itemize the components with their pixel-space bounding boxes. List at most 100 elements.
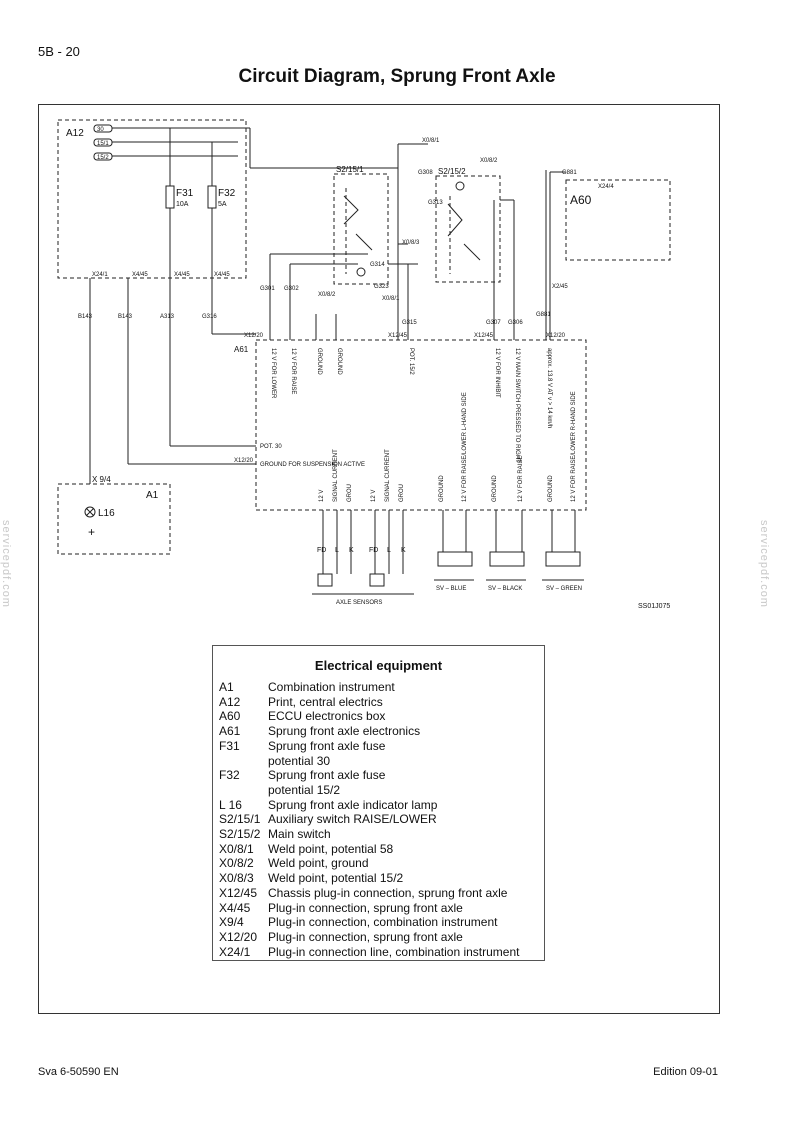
valve-blue-icon	[437, 551, 473, 567]
legend-desc: Print, central electrics	[268, 694, 383, 709]
legend-item: A1 Combination instrument	[213, 680, 544, 695]
wire-g313: G313	[428, 200, 443, 206]
a12-block: A12 30 15/1 15/2 F31 10A F32 5A X24/1 X4…	[57, 119, 247, 279]
wire-g316: G316	[202, 314, 217, 320]
wire-g306: G306	[508, 320, 523, 326]
fuse-f32-icon	[207, 185, 217, 209]
a61-top-label-ground-2: GROUND	[336, 348, 342, 375]
legend-desc: Weld point, potential 15/2	[268, 871, 404, 886]
connector-x24-1: X24/1	[92, 272, 108, 278]
a61-top-label-inhibit: 12 V FOR INHIBIT	[494, 348, 500, 398]
fuse-f31-icon	[165, 185, 175, 209]
pin-fd-1: FD	[317, 547, 326, 554]
a61-label-ground-susp: GROUND FOR SUSPENSION ACTIVE	[260, 462, 365, 468]
legend-code: A61	[219, 724, 241, 739]
legend-code: A12	[219, 694, 241, 709]
legend-desc: Plug-in connection, combination instrume…	[268, 915, 498, 930]
legend-code: X24/1	[219, 944, 251, 959]
legend-desc: Combination instrument	[268, 680, 395, 694]
axle-sensors-label: AXLE SENSORS	[336, 600, 382, 606]
legend-item: A12 Print, central electrics	[213, 695, 544, 710]
weld-x0-8-3: X0/8/3	[402, 240, 420, 246]
legend-desc: Sprung front axle indicator lamp	[268, 797, 438, 812]
connector-x4-45-c: X4/45	[214, 272, 230, 278]
legend-desc: Weld point, potential 58	[268, 841, 394, 856]
switch-s2-15-2-label: S2/15/2	[438, 167, 466, 176]
a61-bottom-raise: 12 V FOR RAISE	[518, 456, 524, 502]
legend-item: X0/8/3 Weld point, potential 15/2	[213, 871, 544, 886]
legend-desc: Sprung front axle fuse	[268, 768, 386, 783]
switch-s2-15-2-lamp-icon	[455, 181, 465, 191]
wire-b143-b: B143	[118, 314, 133, 320]
connector-x12-45-top: X12/45	[474, 333, 494, 339]
fuse-f31-label: F31	[176, 188, 194, 199]
a60-label: A60	[570, 193, 592, 207]
lamp-l16-icon	[84, 506, 96, 518]
a12-input-15-1: 15/1	[97, 141, 109, 147]
a12-label: A12	[66, 128, 84, 139]
pin-l-1: L	[335, 547, 339, 554]
page-number: 5B - 20	[38, 44, 80, 59]
a61-top-label-speed: approx. 13.8 V AT v > 14 km/h	[546, 348, 552, 428]
sensor-2-icon	[369, 573, 385, 587]
switch-assembly: S2/15/1 S2/15/2 X0/8/1 X0/8/2 X0/8/3 X0/…	[318, 138, 514, 340]
a61-bottom-signal-2: SIGNAL CURRENT	[385, 449, 391, 502]
valve-black-icon	[489, 551, 525, 567]
connector-x4-45-b: X4/45	[174, 272, 190, 278]
a61-bottom-12v-2: 12 V	[371, 490, 377, 502]
a12-input-30: 30	[97, 127, 104, 133]
weld-x0-8-1-b: X0/8/1	[382, 296, 400, 302]
wire-g315: G315	[402, 320, 417, 326]
legend-code: X0/8/3	[219, 871, 254, 886]
valve-black-label: SV – BLACK	[488, 586, 522, 592]
connector-x2-45: X2/45	[552, 284, 568, 290]
wire-g307: G307	[486, 320, 501, 326]
legend-code: X4/45	[219, 900, 251, 915]
connector-x9-4: X 9/4	[92, 475, 111, 484]
a1-label: A1	[146, 490, 159, 501]
legend-desc: Auxiliary switch RAISE/LOWER	[268, 812, 437, 827]
connector-x12-20-right: X12/20	[546, 333, 566, 339]
legend-item: S2/15/1 Auxiliary switch RAISE/LOWER	[213, 812, 544, 827]
legend-code	[219, 754, 268, 769]
footer-doc-id: Sva 6-50590 EN	[38, 1066, 119, 1078]
wire-g301: G301	[260, 286, 275, 292]
a61-bottom-grou-1: GROU	[347, 484, 353, 502]
legend-item: potential 30	[213, 754, 544, 769]
legend-code: X9/4	[219, 915, 244, 930]
legend-desc: Plug-in connection, sprung front axle	[268, 900, 463, 915]
watermark-left: servicepdf.com	[0, 520, 12, 608]
legend-title: Electrical equipment	[314, 658, 443, 673]
weld-x0-8-2: X0/8/2	[480, 158, 498, 164]
weld-x0-8-2-b: X0/8/2	[318, 292, 336, 298]
a61-bottom-12v-1: 12 V	[319, 490, 325, 502]
a61-top-label-ground-1: GROUND	[316, 348, 322, 375]
pin-k-2: K	[401, 547, 406, 554]
wire-g881-a: G881	[562, 170, 577, 176]
lamp-plus-icon: +	[88, 525, 95, 539]
fuse-f32-rating: 5A	[218, 201, 227, 208]
legend-box: Electrical equipment A1 Combination instr…	[212, 645, 545, 961]
connector-x12-20-top: X12/20	[244, 333, 264, 339]
legend-code: F31	[219, 738, 240, 753]
a61-block: A61 X12/20 X12/45 X12/45 X12/20 X12/20 G…	[234, 170, 587, 511]
a61-bottom-ground-1: GROUND	[439, 475, 445, 502]
legend-code: X12/20	[219, 929, 258, 944]
pin-fd-2: FD	[369, 547, 378, 554]
figure-code: SS01J075	[638, 603, 670, 610]
legend-code: S2/15/1	[219, 812, 261, 827]
legend-code: A1	[219, 680, 234, 694]
legend-desc: potential 15/2	[268, 782, 341, 797]
legend-code: X0/8/2	[219, 856, 254, 871]
a61-bottom-ground-3: GROUND	[548, 475, 554, 502]
axle-sensors: FD L K FD L K AXLE SENSORS	[312, 510, 414, 606]
legend-desc: ECCU electronics box	[268, 709, 386, 724]
fuse-f31-rating: 10A	[176, 201, 189, 208]
a61-label: A61	[234, 345, 249, 354]
